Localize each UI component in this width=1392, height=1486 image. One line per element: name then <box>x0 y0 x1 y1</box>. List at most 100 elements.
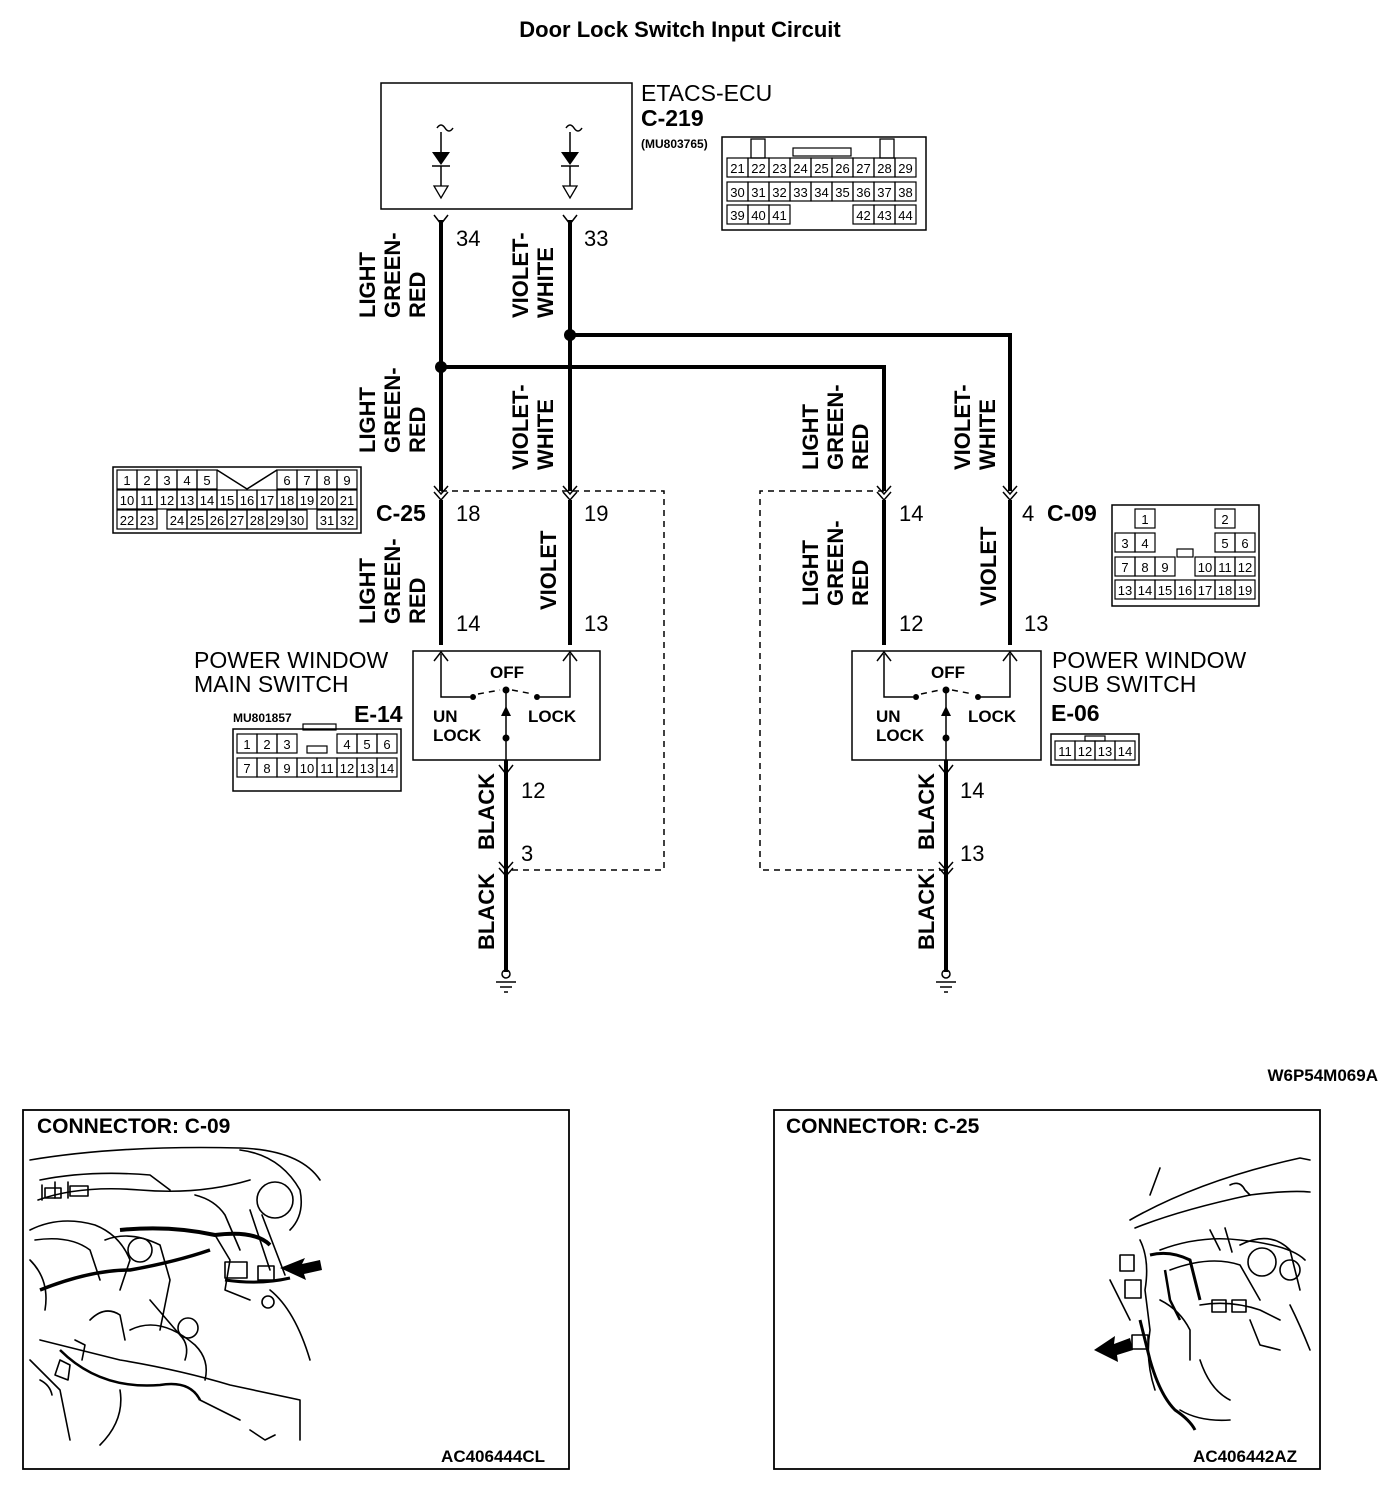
connector-location-panel-c09: CONNECTOR: C-09 <box>22 1109 570 1470</box>
c219-pin-21: 21 <box>730 161 744 176</box>
sub-switch-code: E-06 <box>1051 700 1100 726</box>
c25-pin-3: 3 <box>163 473 170 488</box>
c25-pin-5: 5 <box>203 473 210 488</box>
c09-pin-18: 18 <box>1218 583 1232 598</box>
vw-top-line2: WHITE <box>533 247 558 318</box>
c09-pin-2: 2 <box>1221 512 1228 527</box>
lgr-mid-line2: GREEN- <box>380 367 405 453</box>
c219-pin-28: 28 <box>877 161 891 176</box>
c25-pin-15: 15 <box>220 493 234 508</box>
e06-pin-14: 14 <box>1118 744 1132 759</box>
c09-key <box>1176 548 1194 558</box>
sub-door-harness-boundary <box>759 490 946 871</box>
sub-unlock-label2: LOCK <box>876 726 925 745</box>
c219-pin-30: 30 <box>730 185 744 200</box>
c09-pin-4: 4 <box>1141 536 1148 551</box>
lgr-top-line1: LIGHT <box>355 251 380 318</box>
lgr-sub-mid-line1: LIGHT <box>798 403 823 470</box>
c25-pin-12: 12 <box>160 493 174 508</box>
main-pin-12: 12 <box>521 778 545 803</box>
e14-pin-9: 9 <box>283 761 290 776</box>
sub-unlock-label1: UN <box>876 707 901 726</box>
panel-c09-ref: AC406444CL <box>441 1447 545 1466</box>
power-window-sub-switch: OFF UN LOCK LOCK POWER WINDOW SUB SWITCH… <box>851 647 1246 772</box>
vw-mid-line1: VIOLET- <box>508 384 533 470</box>
main-switch-name2: MAIN SWITCH <box>194 671 349 697</box>
c09-pin-12: 12 <box>1238 560 1252 575</box>
c219-pin-41-cell <box>768 204 791 225</box>
c09-pin-9-cell <box>1154 556 1176 577</box>
sub-pin-14: 14 <box>960 778 984 803</box>
e14-pin-4: 4 <box>343 737 350 752</box>
c25-pin-28: 28 <box>250 513 264 528</box>
c219-pin-36: 36 <box>856 185 870 200</box>
c25-pin-23: 23 <box>140 513 154 528</box>
c25-pin-9-cell <box>336 469 358 490</box>
c25-pin-8: 8 <box>323 473 330 488</box>
e06-pin-14-cell <box>1114 740 1136 761</box>
c219-pin-34: 34 <box>814 185 828 200</box>
wire-color-labels: LIGHT GREEN- RED VIOLET- WHITE LIGHT GRE… <box>355 232 1001 950</box>
panel-c09-title: CONNECTOR: C-09 <box>37 1115 230 1138</box>
main-door-harness-boundary <box>441 490 665 871</box>
c25-pin-32-cell <box>336 509 358 530</box>
c25-pin-9: 9 <box>343 473 350 488</box>
c25-pin-29: 29 <box>270 513 284 528</box>
violet-main: VIOLET <box>536 530 561 610</box>
dashboard-illustration-c09 <box>29 1146 322 1446</box>
black-sub-lower: BLACK <box>914 873 939 950</box>
c25-pin-24: 24 <box>170 513 184 528</box>
c219-pin-23: 23 <box>772 161 786 176</box>
c25-pin-23-cell <box>136 509 158 530</box>
ecu-pin-34: 34 <box>456 226 480 251</box>
c219-pin-38: 38 <box>898 185 912 200</box>
c25-pin-7: 7 <box>303 473 310 488</box>
main-unlock-label1: UN <box>433 707 458 726</box>
c09-pin-19: 19 <box>1238 583 1252 598</box>
main-switch-part: MU801857 <box>233 711 292 725</box>
c09-pin-13: 13 <box>1118 583 1132 598</box>
c25-pin-21: 21 <box>340 493 354 508</box>
e14-pin-3: 3 <box>283 737 290 752</box>
e14-pin-6: 6 <box>383 737 390 752</box>
c219-pin-44-cell <box>894 204 917 225</box>
e14-pin-12: 12 <box>340 761 354 776</box>
main-pin-13: 13 <box>584 611 608 636</box>
c09-pin-9: 9 <box>1161 560 1168 575</box>
main-switch-code: E-14 <box>354 701 403 727</box>
diagram-title: Door Lock Switch Input Circuit <box>519 17 841 42</box>
lgr-mid-line3: RED <box>405 407 430 453</box>
c09-pin-8: 8 <box>1141 560 1148 575</box>
e14-pin-3-cell <box>276 733 298 754</box>
c25-pin-18: 18 <box>456 501 480 526</box>
c25-pin-30: 30 <box>290 513 304 528</box>
c25-pin-4: 4 <box>183 473 190 488</box>
c219-pin-26: 26 <box>835 161 849 176</box>
c25-pin-18: 18 <box>280 493 294 508</box>
e06-key <box>1084 735 1106 742</box>
c25-pin-19: 19 <box>584 501 608 526</box>
c219-pin-38-cell <box>894 181 917 202</box>
c219-pin-39: 39 <box>730 208 744 223</box>
c25-pin-5-cell <box>196 469 218 490</box>
lgr-sub-mid-line2: GREEN- <box>823 384 848 470</box>
main-pin-14: 14 <box>456 611 480 636</box>
c09-pin-5: 5 <box>1221 536 1228 551</box>
sub-switch-name1: POWER WINDOW <box>1052 647 1246 673</box>
c25-pin-13: 13 <box>180 493 194 508</box>
sub-off-label: OFF <box>931 663 965 682</box>
e06-pin-13: 13 <box>1098 744 1112 759</box>
c25-pin-16: 16 <box>240 493 254 508</box>
c25-pin-11: 11 <box>140 493 154 508</box>
main-unlock-label2: LOCK <box>433 726 482 745</box>
e06-pin-12: 12 <box>1078 744 1092 759</box>
e14-pin-6-cell <box>376 733 398 754</box>
ecu-code: C-219 <box>641 105 704 131</box>
c09-pin-1: 1 <box>1141 512 1148 527</box>
c219-pin-44: 44 <box>898 208 912 223</box>
